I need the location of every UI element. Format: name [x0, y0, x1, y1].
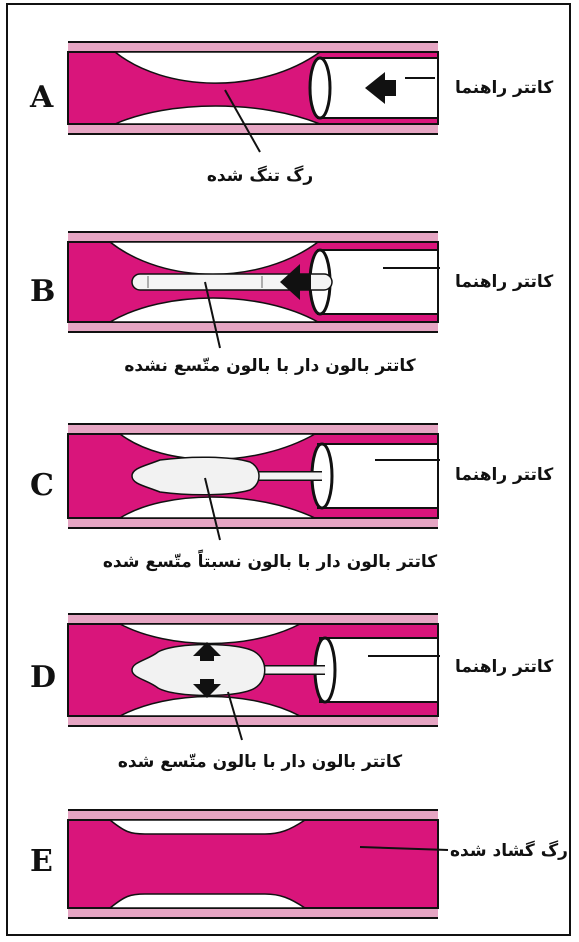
dilated-vessel-label: رگ گشاد شده [450, 841, 568, 861]
